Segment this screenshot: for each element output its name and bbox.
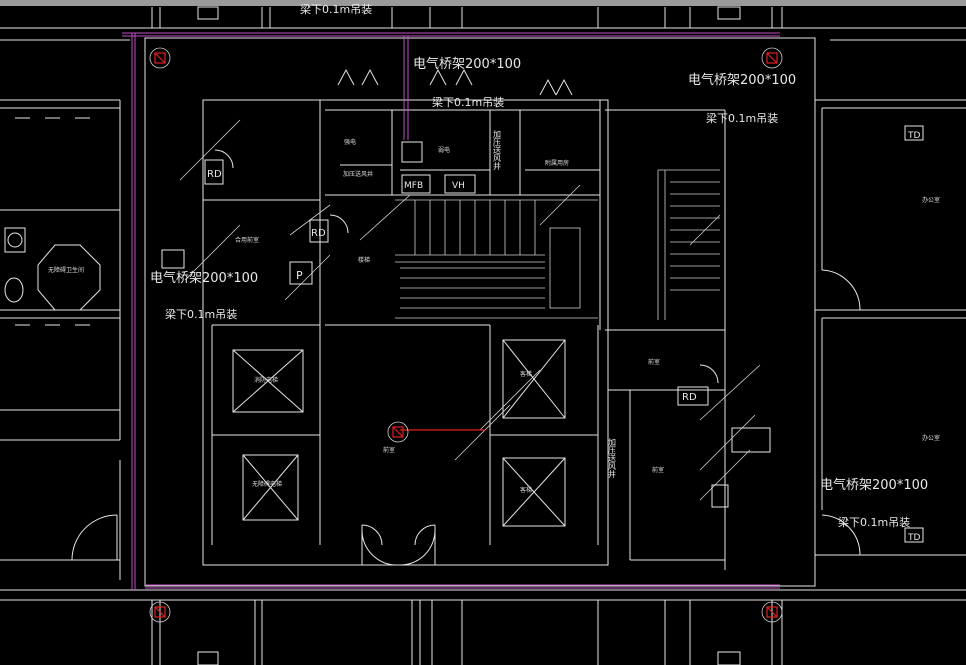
- detector-symbol-bottom-right[interactable]: [761, 601, 783, 623]
- room-office-b: 办公室: [922, 434, 940, 442]
- hang-label-2: 梁下0.1m吊装: [706, 111, 778, 125]
- rd-label-1: RD: [207, 169, 222, 180]
- doors: [214, 68, 719, 566]
- right-wing-walls: [814, 38, 966, 556]
- detector-symbol-top-right[interactable]: [761, 47, 783, 69]
- room-pressurize-top: 加压送风井: [343, 170, 373, 178]
- room-elev-b: 无障碍电梯: [252, 480, 282, 488]
- vh-label: VH: [452, 181, 465, 191]
- room-strong: 强电: [344, 138, 356, 146]
- td-label-2: TD: [907, 533, 920, 543]
- detector-symbol-top-left[interactable]: [149, 47, 171, 69]
- room-aux: 附属用房: [545, 159, 569, 167]
- room-office-a: 办公室: [922, 196, 940, 204]
- annotation-diagonals: [179, 119, 761, 501]
- room-elev-d: 客梯: [520, 486, 532, 494]
- room-pressurize-right: 加压送风井: [608, 437, 617, 479]
- bottom-structure-lines: [0, 589, 966, 665]
- td-label-1: TD: [907, 131, 920, 141]
- window-top-border: [0, 0, 966, 6]
- top-clipped-label: 梁下0.1m吊装: [300, 2, 372, 16]
- room-lobby: 前室: [383, 446, 395, 454]
- room-elev-c: 客梯: [520, 370, 532, 378]
- cable-tray-label-2: 电气桥架200*100: [688, 72, 796, 88]
- room-weak: 弱电: [438, 146, 450, 154]
- cable-tray-routing: [122, 32, 780, 590]
- rd-label-3: RD: [682, 392, 697, 403]
- rd-label-2: RD: [311, 228, 326, 239]
- room-hall-2: 合用前室: [235, 236, 259, 244]
- detector-symbol-bottom-left[interactable]: [149, 601, 171, 623]
- room-stairs: 楼梯: [358, 256, 370, 264]
- elevator-shafts: [232, 339, 566, 527]
- hang-label-4: 梁下0.1m吊装: [838, 515, 910, 529]
- left-wing-walls: [0, 99, 121, 580]
- cable-tray-label-4: 电气桥架200*100: [820, 477, 928, 493]
- room-right-small: 前室: [652, 466, 664, 474]
- stair-right: [657, 169, 720, 320]
- equipment-boxes: [161, 141, 771, 508]
- hang-label-3: 梁下0.1m吊装: [165, 307, 237, 321]
- room-elev-a: 消防电梯: [254, 376, 278, 384]
- detector-symbol-center[interactable]: [387, 421, 409, 443]
- p-label: P: [296, 269, 303, 282]
- room-toilet: 无障碍卫生间: [48, 266, 84, 274]
- room-right-corridor: 前室: [648, 358, 660, 366]
- room-shaft-mid: 加压送风井: [493, 129, 502, 171]
- cable-tray-label-3: 电气桥架200*100: [150, 270, 258, 286]
- stair-central: [395, 199, 598, 319]
- top-structure-lines: [0, 6, 966, 41]
- mfb-label: MFB: [404, 181, 423, 191]
- hang-label-1: 梁下0.1m吊装: [432, 95, 504, 109]
- core-walls: [144, 37, 816, 587]
- cable-tray-label-1: 电气桥架200*100: [413, 56, 521, 72]
